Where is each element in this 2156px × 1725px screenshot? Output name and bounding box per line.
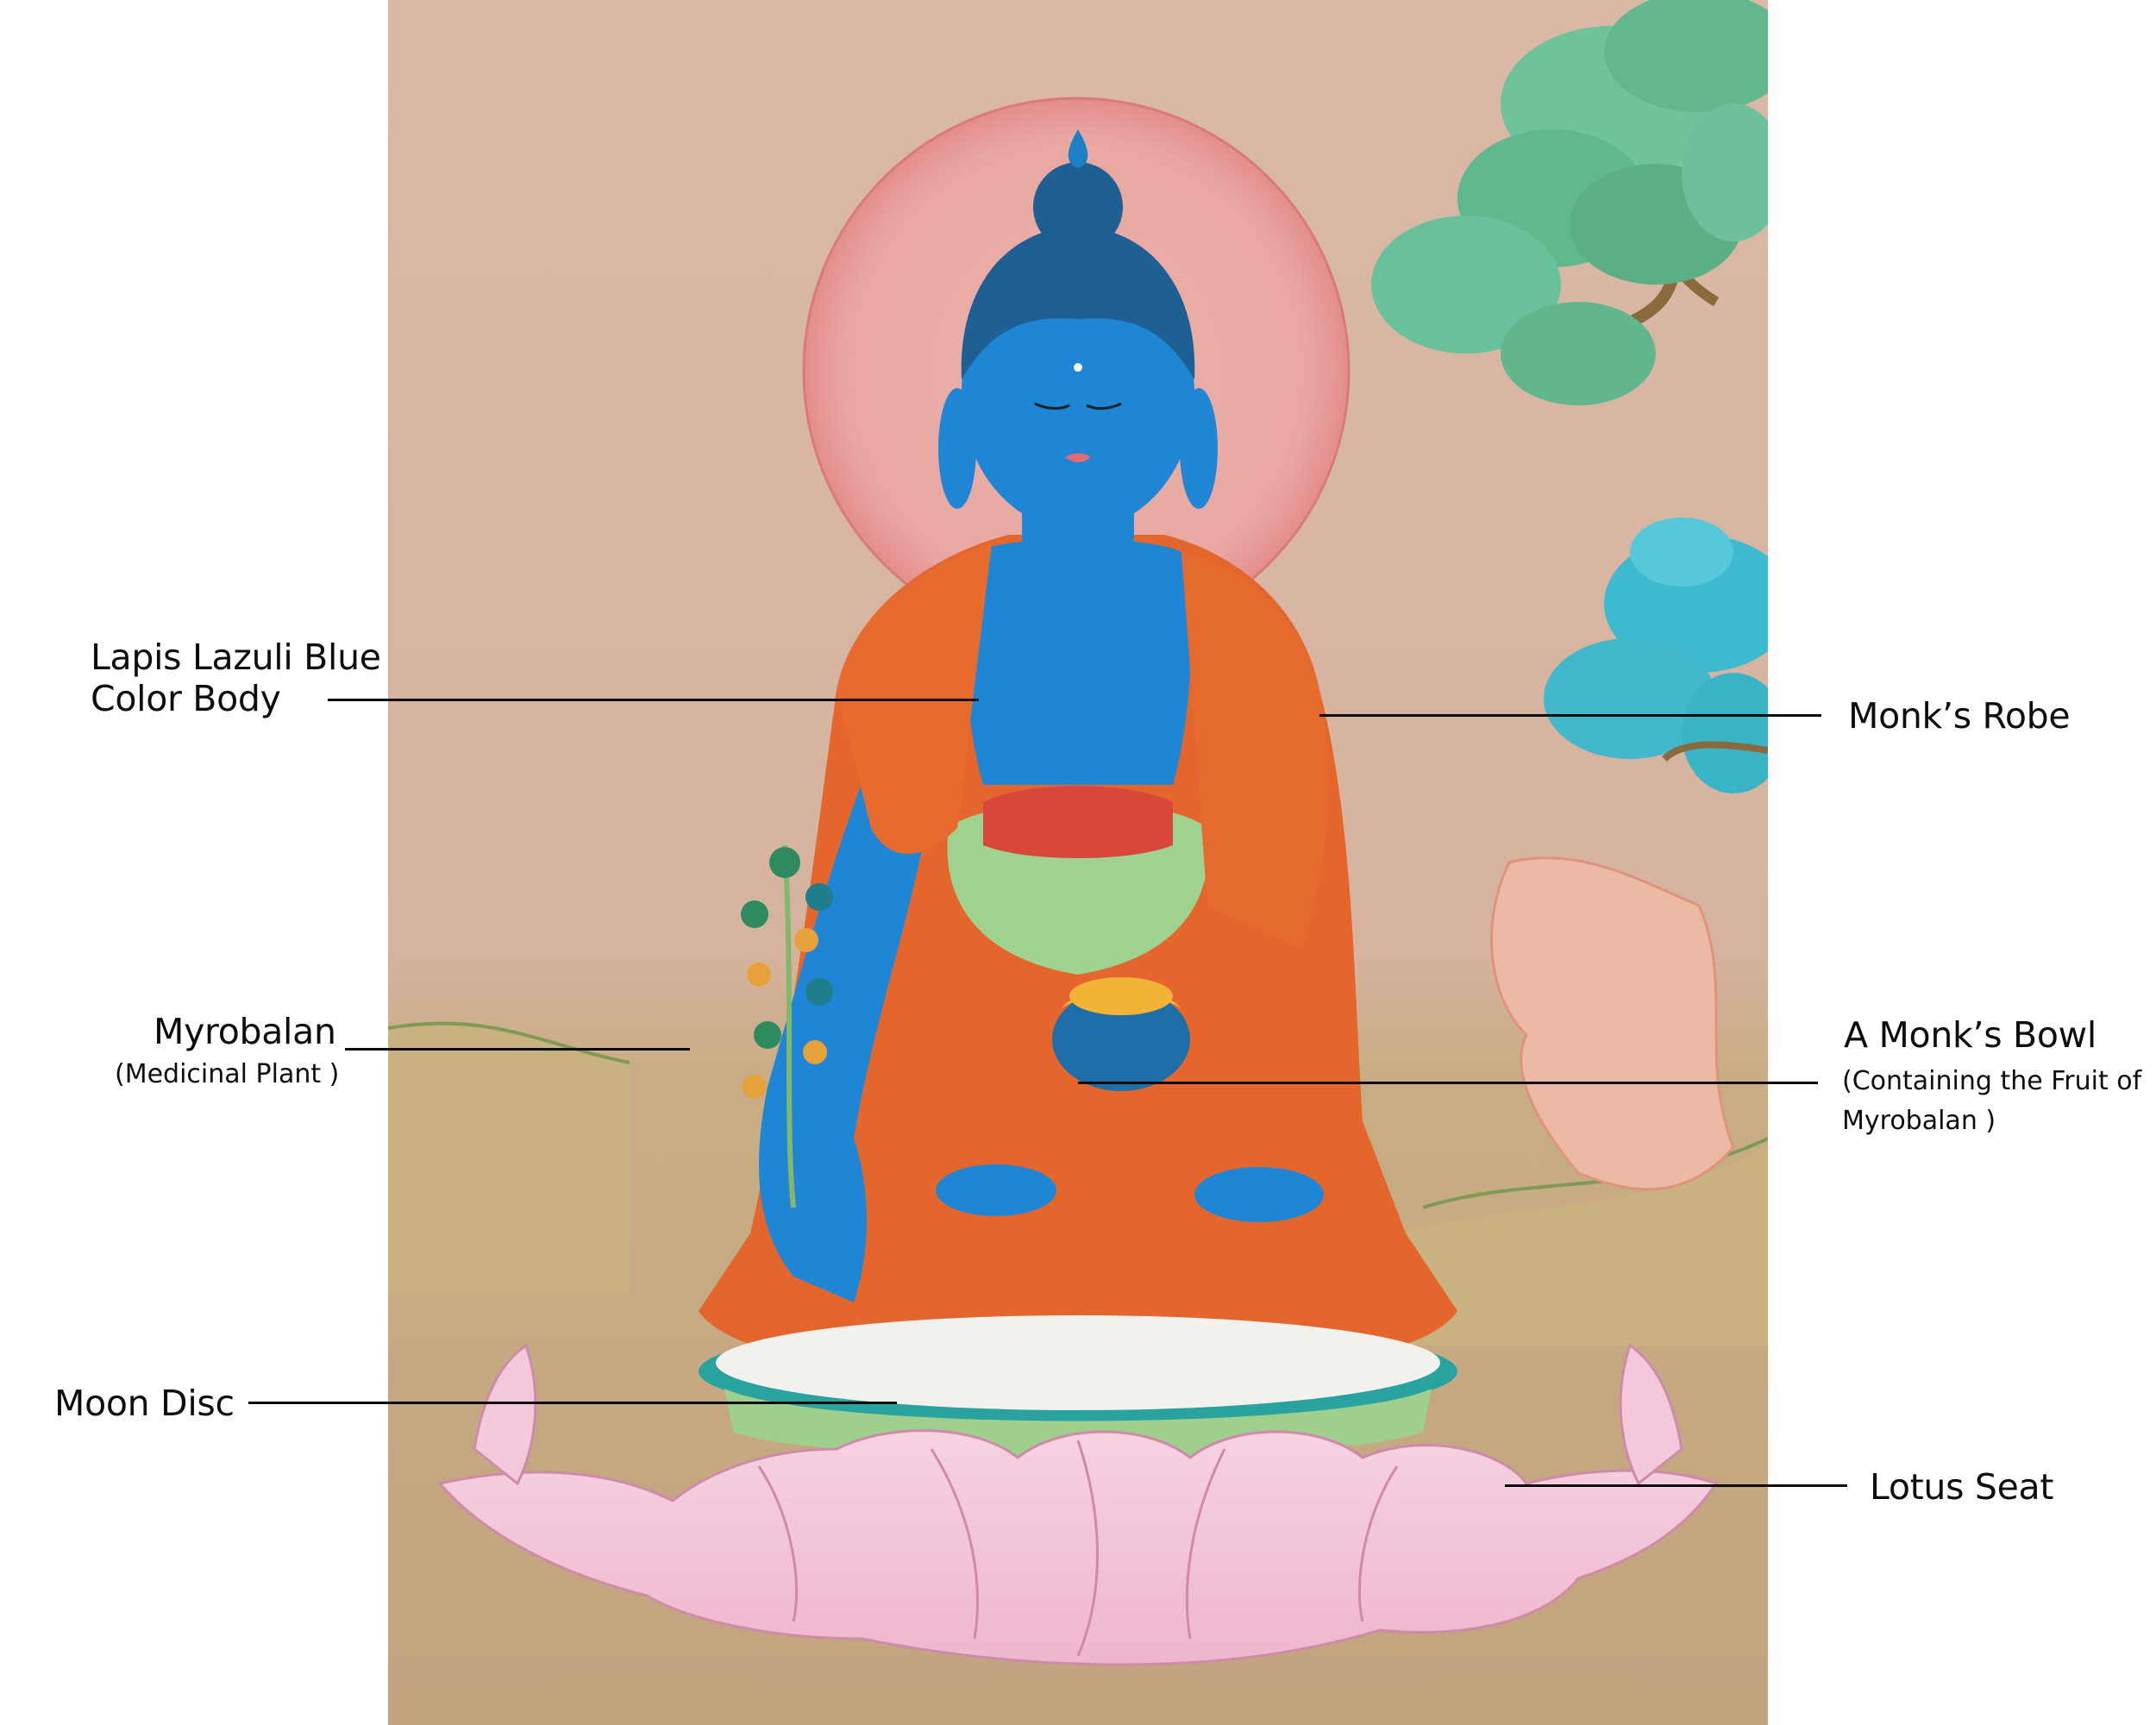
label-myrobalan-subtitle: (Medicinal Plant ) [115, 1059, 340, 1089]
hair [961, 226, 1195, 380]
label-lotus-seat: Lotus Seat [1870, 1466, 2054, 1508]
leader-line-moon-disc [248, 1402, 897, 1404]
tree-top-right [1371, 0, 1768, 405]
myrobalan-plant [741, 844, 833, 1208]
label-myrobalan: Myrobalan [154, 1011, 336, 1052]
rock-formation [1490, 856, 1735, 1191]
leader-line-myrobalan [345, 1048, 690, 1051]
monks-bowl [1052, 988, 1190, 1091]
leader-line-lotus [1505, 1484, 1847, 1487]
label-lapis-lazuli-line1: Lapis Lazuli Blue [91, 637, 381, 678]
lotus-seat [437, 1315, 1719, 1666]
label-moon-disc: Moon Disc [54, 1383, 235, 1424]
label-lapis-lazuli-line2: Color Body [91, 678, 281, 719]
buddha-figure [699, 129, 1457, 1380]
leader-line-bowl [1078, 1082, 1818, 1084]
medicine-buddha-painting [388, 0, 1768, 1725]
left-hill [388, 1021, 630, 1294]
label-monks-robe: Monk’s Robe [1848, 695, 2071, 737]
painting-illustration [388, 0, 1768, 1725]
tree-right-mid [1544, 518, 1768, 794]
label-monks-bowl-subtitle-line1: (Containing the Fruit of [1842, 1066, 2142, 1096]
leader-line-lapis [328, 699, 979, 701]
ushnisha [1033, 162, 1123, 252]
leader-line-robe [1319, 714, 1821, 717]
label-monks-bowl-subtitle-line2: Myrobalan ) [1842, 1106, 1996, 1136]
moon-disc [716, 1315, 1440, 1410]
label-monks-bowl: A Monk’s Bowl [1844, 1014, 2096, 1056]
